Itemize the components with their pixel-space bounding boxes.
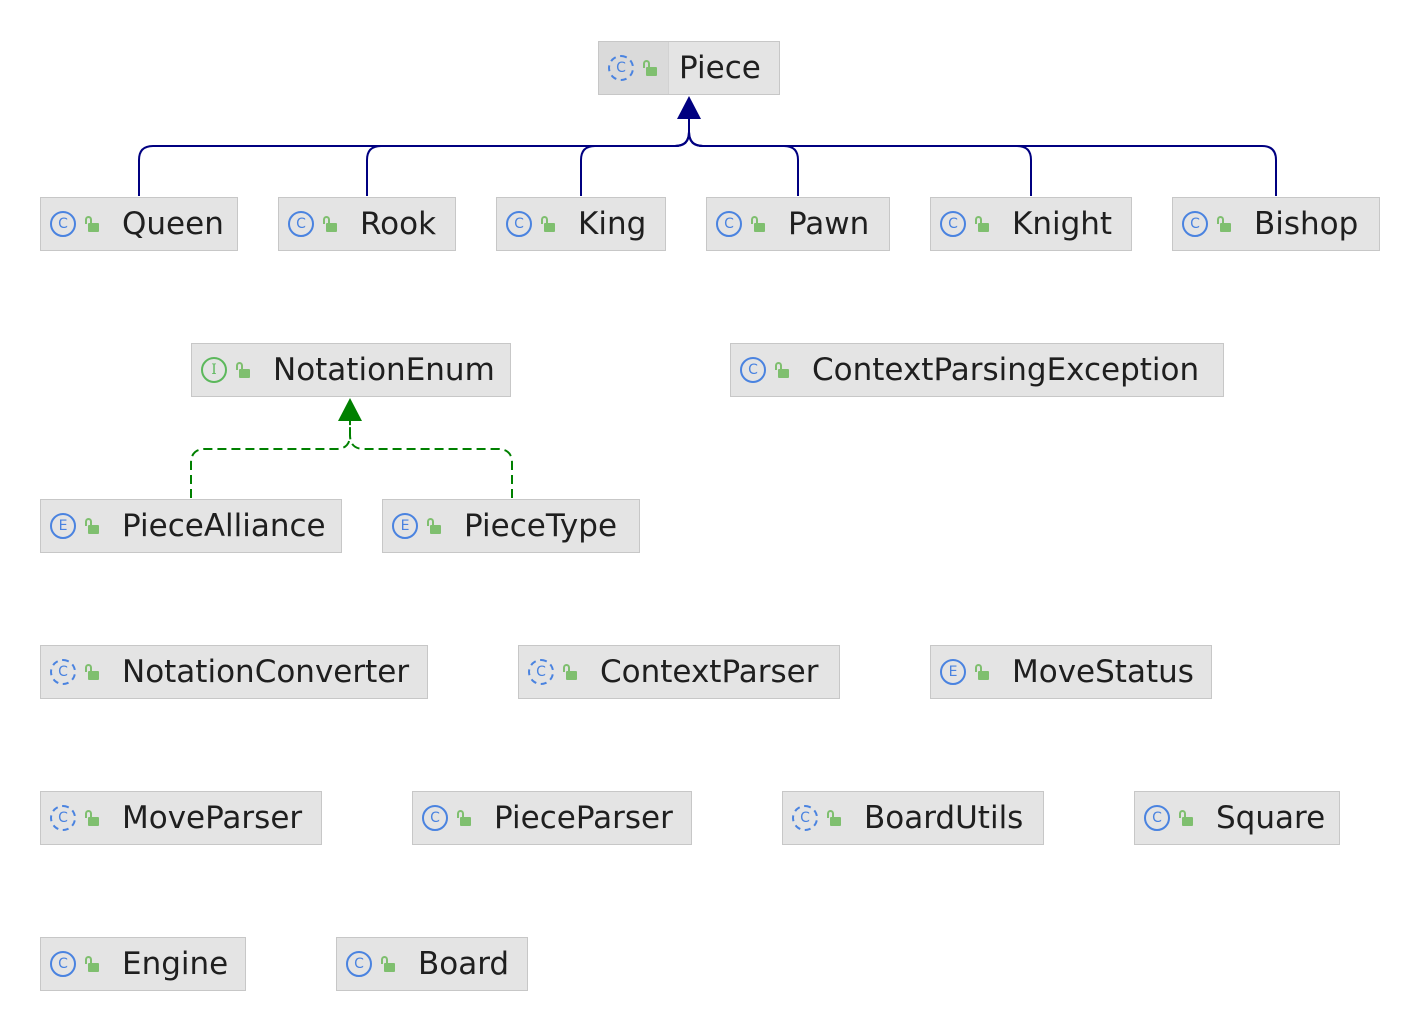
node-label: Queen [122,206,224,242]
lock-icon [322,215,338,233]
node-move-status[interactable]: E MoveStatus [930,645,1212,699]
lock-icon [84,215,100,233]
interface-icon: I [201,357,227,383]
node-label: Board [418,946,510,982]
node-label: ContextParsingException [812,352,1200,388]
node-engine[interactable]: C Engine [40,937,246,991]
enum-icon: E [50,513,76,539]
lock-icon [426,517,442,535]
abstract-class-icon: C [608,55,634,81]
node-label: Engine [122,946,229,982]
node-label: NotationEnum [273,352,495,388]
node-notation-converter[interactable]: C NotationConverter [40,645,428,699]
edge-king-extends-piece [580,112,690,196]
node-move-parser[interactable]: C MoveParser [40,791,322,845]
node-context-parser[interactable]: C ContextParser [518,645,840,699]
node-label: Pawn [788,206,870,242]
lock-icon [84,517,100,535]
node-label: NotationConverter [122,654,410,690]
node-board-utils[interactable]: C BoardUtils [782,791,1044,845]
node-label: PieceParser [494,800,673,836]
node-label: Square [1216,800,1326,836]
class-icon: C [506,211,532,237]
edge-piece-alliance-implements-notation-enum [190,420,351,498]
edge-rook-extends-piece [366,112,690,196]
node-square[interactable]: C Square [1134,791,1340,845]
node-rook[interactable]: C Rook [278,197,456,251]
node-piece-parser[interactable]: C PieceParser [412,791,692,845]
node-label: PieceAlliance [122,508,326,544]
node-notation-enum[interactable]: I NotationEnum [191,343,511,397]
implementation-arrowhead [338,398,362,421]
enum-icon: E [392,513,418,539]
node-knight[interactable]: C Knight [930,197,1132,251]
inheritance-arrowhead [677,96,701,119]
node-label: King [578,206,647,242]
lock-icon [84,663,100,681]
edge-knight-extends-piece [688,112,1032,196]
node-queen[interactable]: C Queen [40,197,238,251]
class-icon: C [1144,805,1170,831]
enum-icon: E [940,659,966,685]
node-label: ContextParser [600,654,819,690]
class-icon: C [940,211,966,237]
class-icon: C [716,211,742,237]
node-piece-type[interactable]: E PieceType [382,499,640,553]
class-icon: C [50,211,76,237]
node-pawn[interactable]: C Pawn [706,197,890,251]
lock-icon [1178,809,1194,827]
node-label: Bishop [1254,206,1359,242]
lock-icon [974,663,990,681]
node-label: MoveParser [122,800,303,836]
abstract-class-icon: C [50,659,76,685]
edge-bishop-extends-piece [688,112,1277,196]
class-icon: C [288,211,314,237]
node-label: Piece [679,50,761,86]
lock-icon [235,361,251,379]
abstract-class-icon: C [792,805,818,831]
node-king[interactable]: C King [496,197,666,251]
edge-piece-type-implements-notation-enum [349,420,513,498]
class-icon: C [346,951,372,977]
lock-icon [774,361,790,379]
lock-icon [974,215,990,233]
lock-icon [540,215,556,233]
lock-icon [750,215,766,233]
lock-icon [380,955,396,973]
node-label: MoveStatus [1012,654,1194,690]
lock-icon [562,663,578,681]
node-label: Rook [360,206,437,242]
class-icon: C [50,951,76,977]
class-icon: C [740,357,766,383]
node-piece[interactable]: C Piece [598,41,780,95]
node-context-parsing-exception[interactable]: C ContextParsingException [730,343,1224,397]
node-board[interactable]: C Board [336,937,528,991]
node-label: BoardUtils [864,800,1024,836]
node-bishop[interactable]: C Bishop [1172,197,1380,251]
node-piece-alliance[interactable]: E PieceAlliance [40,499,342,553]
lock-icon [1216,215,1232,233]
edge-queen-extends-piece [138,112,690,196]
edge-pawn-extends-piece [688,112,799,196]
lock-icon [84,955,100,973]
node-label: Knight [1012,206,1113,242]
class-icon: C [422,805,448,831]
class-icon: C [1182,211,1208,237]
abstract-class-icon: C [528,659,554,685]
lock-icon [84,809,100,827]
lock-icon [826,809,842,827]
abstract-class-icon: C [50,805,76,831]
node-label: PieceType [464,508,618,544]
lock-icon [456,809,472,827]
lock-icon [642,59,658,77]
